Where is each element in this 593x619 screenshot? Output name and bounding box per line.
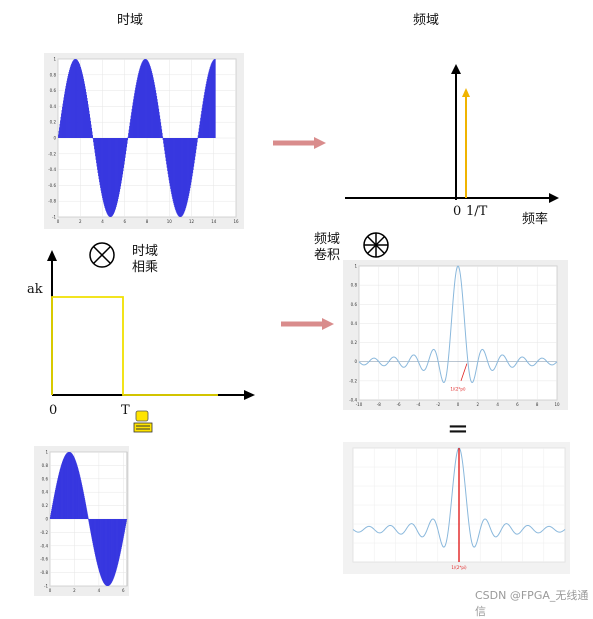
spectrum-impulse-label: 1/T [466, 204, 488, 219]
x-tick-label: 4 [101, 219, 104, 224]
window-origin-label: 0 [49, 403, 58, 418]
x-tick-label: 16 [233, 219, 239, 224]
x-tick-label: 2 [79, 219, 82, 224]
y-tick-label: 0.4 [50, 104, 57, 109]
sinc-plot: -10 -8 -6 -4 -2 0 2 4 6 8 10 1 0.8 0.6 0.4 0.2 0 -0.2 -0.4… [343, 260, 568, 410]
y-tick-label: -0.4 [48, 167, 56, 172]
y-tick-label: -0.8 [40, 570, 48, 575]
x-tick-label: 0 [57, 219, 60, 224]
y-tick-label: -1 [44, 584, 48, 589]
y-tick-label: 0 [45, 517, 48, 522]
y-tick-label: 0.4 [42, 490, 49, 495]
time-domain-heading: 时域 [117, 13, 144, 28]
x-tick-label: 2 [73, 588, 76, 593]
y-tick-label: 0.6 [351, 302, 358, 307]
x-tick-label: 14 [211, 219, 217, 224]
equals-sign: = [447, 414, 469, 444]
freq-conv-label-2: 卷积 [314, 248, 341, 263]
spectrum-impulse-head [462, 88, 470, 97]
x-tick-label: 10 [167, 219, 173, 224]
y-tick-label: 0.2 [42, 503, 49, 508]
y-tick-label: 0.2 [50, 120, 57, 125]
window-rect [51, 296, 218, 396]
annotation-arrow [460, 363, 468, 381]
window-diagram [40, 245, 265, 410]
y-tick-label: 0.8 [50, 72, 57, 77]
x-tick-label: 0 [49, 588, 52, 593]
result-plot: 1/(2*pi) [343, 442, 570, 574]
window-y-label: ak [27, 282, 43, 297]
sine-plot-top: 0 2 4 6 8 10 12 14 16 1 0.8 0.6 0.4 0.2 0 -0.2 -0.4 -0.6 -… [44, 53, 244, 229]
y-tick-label: -0.2 [40, 530, 48, 535]
watermark: CSDN @FPGA_无线通信 [475, 589, 589, 618]
y-tick-label: 0.6 [42, 476, 49, 481]
y-tick-label: 0.4 [351, 321, 358, 326]
x-tick-label: 0 [457, 402, 460, 407]
y-tick-label: 0.6 [50, 88, 57, 93]
y-tick-label: -0.6 [48, 183, 56, 188]
x-tick-label: 4 [496, 402, 499, 407]
x-tick-label: 12 [189, 219, 195, 224]
x-tick-label: 6 [123, 219, 126, 224]
y-tick-label: -0.2 [349, 378, 357, 383]
window-width-label: T [121, 403, 130, 418]
y-tick-label: 0 [354, 359, 357, 364]
x-tick-label: -4 [416, 402, 420, 407]
y-tick-label: -0.4 [349, 398, 357, 403]
x-tick-label: 8 [146, 219, 149, 224]
x-tick-label: 8 [536, 402, 539, 407]
y-tick-label: 1 [354, 264, 357, 269]
y-tick-label: 0.8 [351, 283, 358, 288]
time-multiply-label-1: 时域 [132, 244, 159, 259]
transform-arrow-middle [280, 316, 336, 336]
time-multiply-label-2: 相乘 [132, 260, 159, 275]
spectrum-axis-label: 频率 [522, 212, 549, 227]
y-tick-label: 1 [45, 450, 48, 455]
note-icon [133, 410, 157, 438]
multiply-operator-icon [87, 240, 117, 274]
x-tick-label: -6 [397, 402, 401, 407]
spectrum-origin-label: 0 [453, 204, 462, 219]
freq-conv-label-1: 频域 [314, 232, 341, 247]
x-tick-label: 10 [554, 402, 560, 407]
y-tick-label: 1 [53, 57, 56, 62]
x-tick-label: -10 [356, 402, 363, 407]
y-tick-label: -0.6 [40, 557, 48, 562]
y-tick-label: 0 [53, 136, 56, 141]
sinc-annotation: 1/(2*pi) [450, 386, 466, 391]
y-tick-label: 0.2 [351, 340, 358, 345]
y-tick-label: -0.2 [48, 151, 56, 156]
x-tick-label: -2 [436, 402, 440, 407]
x-tick-label: 4 [98, 588, 101, 593]
frequency-domain-heading: 频域 [413, 13, 440, 28]
result-annotation: 1/(2*pi) [451, 565, 467, 570]
y-tick-label: -0.8 [48, 199, 56, 204]
spectrum-diagram [340, 60, 565, 230]
x-tick-label: 2 [477, 402, 480, 407]
y-tick-label: -0.4 [40, 543, 48, 548]
sine-plot-bottom: 0 2 4 6 1 0.8 0.6 0.4 0.2 0 -0.2 -0.4 -0.6 -0.8 -1 [34, 446, 129, 596]
x-tick-label: 6 [122, 588, 125, 593]
convolution-operator-icon [361, 230, 391, 264]
y-tick-label: 0.8 [42, 463, 49, 468]
y-tick-label: -1 [52, 215, 56, 220]
transform-arrow-top [272, 135, 328, 155]
sinc-curve [358, 265, 558, 383]
x-tick-label: 6 [516, 402, 519, 407]
x-tick-label: -8 [377, 402, 381, 407]
